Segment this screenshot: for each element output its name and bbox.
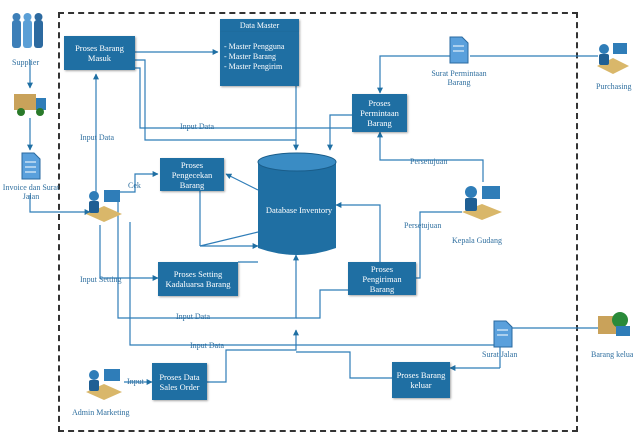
process-pengecekan[interactable]: Proses Pengecekan Barang [160,158,224,191]
process-permintaan[interactable]: Proses Permintaan Barang [352,94,407,132]
purchasing-workstation-icon [597,43,629,74]
flow-lines [27,49,598,385]
supplier-icon [12,13,43,48]
surat-permintaan-label: Surat Permintaan Barang [431,69,487,87]
process-pengiriman[interactable]: Proses Pengiriman Barang [348,262,416,295]
flow-label: Input Data [180,122,214,131]
flow-label: Persetujuan [404,221,442,230]
process-barang-masuk[interactable]: Proses Barang Masuk [64,36,135,70]
kepala-gudang-label: Kepala Gudang [452,236,502,245]
database-label: Database Inventory [265,205,333,215]
barang-keluar-label: Barang keluar [591,350,633,359]
flow-label: Input Data [190,341,224,350]
surat-jalan-label: Surat Jalan [482,350,518,359]
data-master-title: Data Master [220,19,299,32]
purchasing-label: Purchasing [596,82,632,91]
process-barang-keluar[interactable]: Proses Barang keluar [392,362,450,398]
flow-label: Input Data [80,133,114,142]
flow-label: Input Data [176,312,210,321]
data-master-item: - Master Barang [224,52,276,61]
database-cylinder [257,152,337,255]
data-master-item: - Master Pengguna [224,42,285,51]
flow-label: Input Setting [80,275,122,284]
flow-label: Cek [128,181,141,190]
flow-label: Persetujuan [410,157,448,166]
kepala-gudang-workstation-icon [462,186,502,220]
process-sales-order[interactable]: Proses Data Sales Order [152,363,207,400]
package-icon [598,312,630,336]
flow-label: Input [127,377,144,386]
truck-icon [14,94,46,116]
supplier-label: Supplier [12,58,40,67]
admin-marketing-label: Admin Marketing [72,408,130,417]
document-icon [21,152,41,180]
document-icon [449,36,469,64]
document-icon [493,320,513,348]
process-setting-kadaluarsa[interactable]: Proses Setting Kadaluarsa Barang [158,262,238,296]
admin-workstation-icon [86,190,122,222]
data-master-item: - Master Pengirim [224,62,283,71]
admin-marketing-workstation-icon [86,369,122,400]
invoice-label: Invoice dan Surat Jalan [2,183,60,201]
data-master-list: - Master Pengguna - Master Barang - Mast… [220,32,299,86]
